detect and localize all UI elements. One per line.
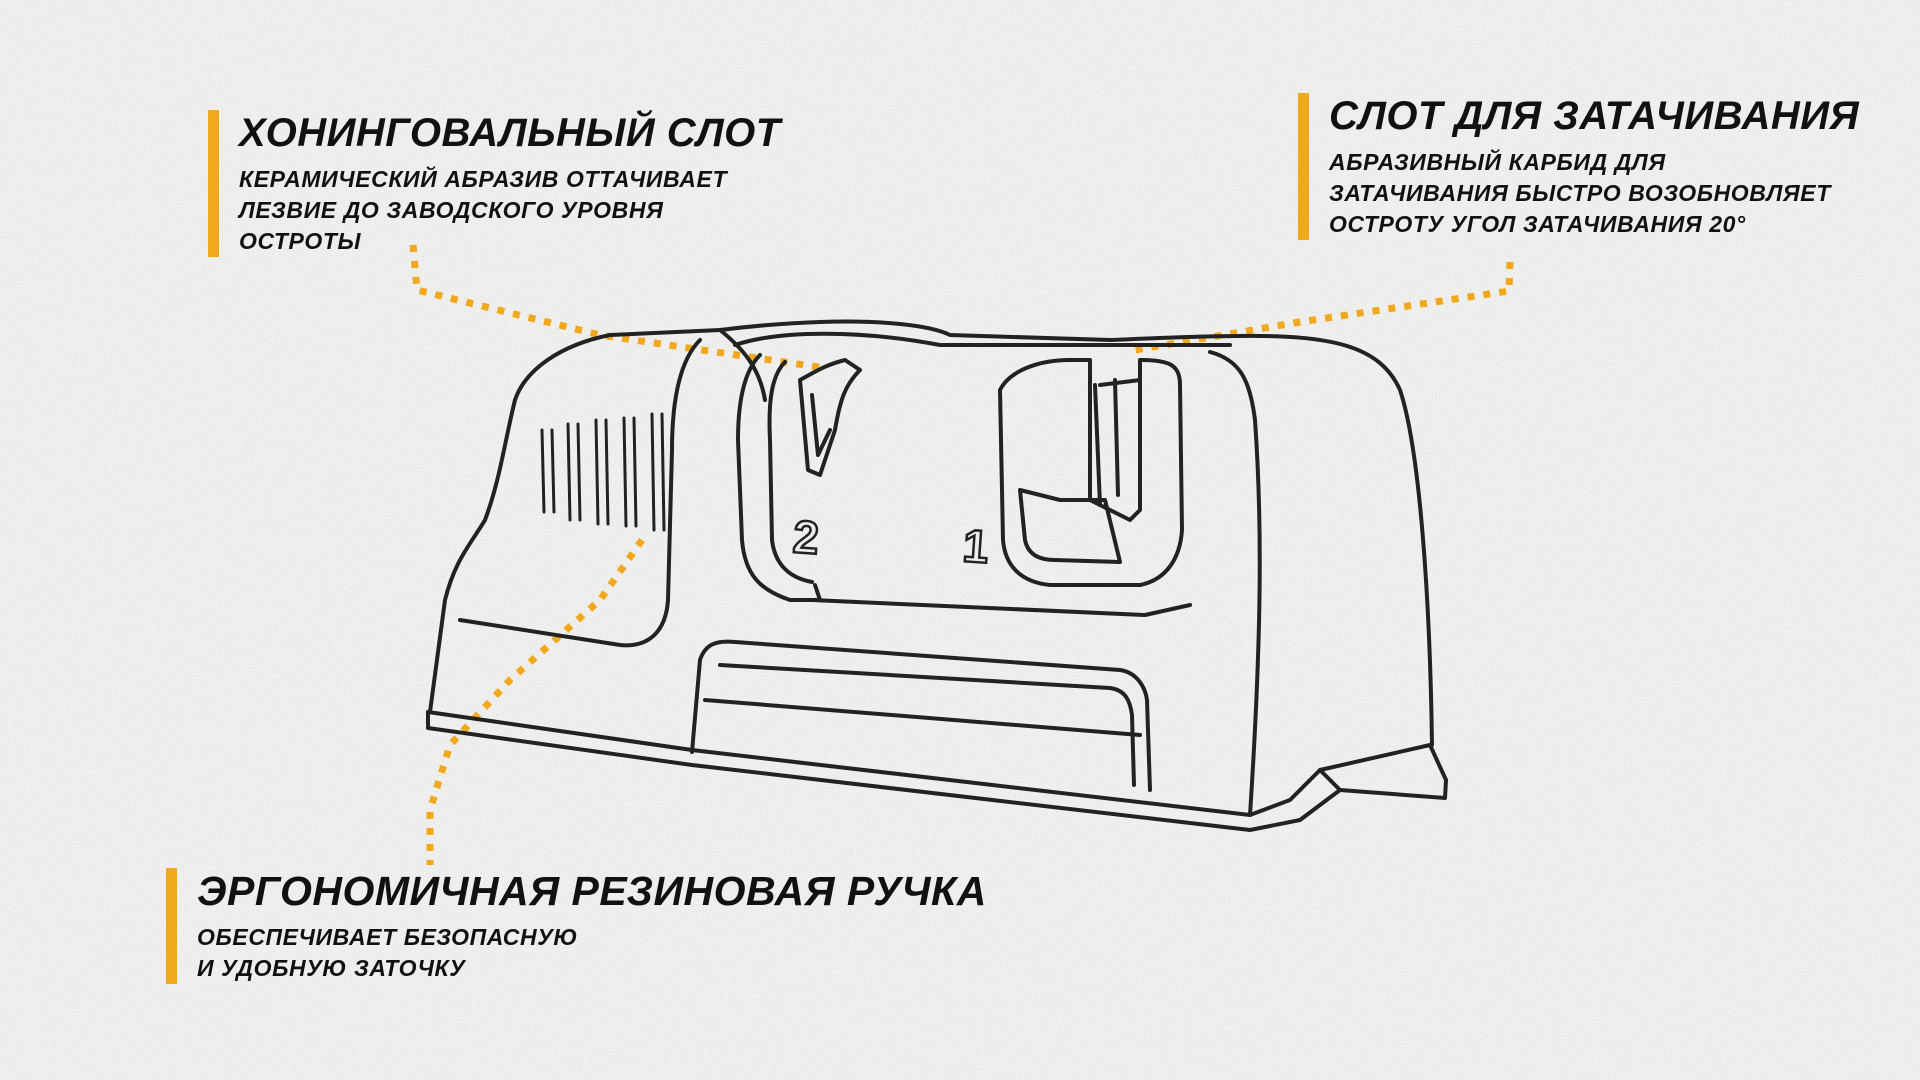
base-plate xyxy=(426,710,1448,832)
callout-title: ХОНИНГОВАЛЬНЫЙ СЛОТ xyxy=(239,111,781,155)
honing-v-slot-inner xyxy=(810,393,832,457)
callout-description-line: АБРАЗИВНЫЙ КАРБИД ДЛЯ xyxy=(1329,149,1666,175)
callout-description-line: ОСТРОТЫ xyxy=(239,228,362,254)
callout-description-line: КЕРАМИЧЕСКИЙ АБРАЗИВ ОТТАЧИВАЕТ xyxy=(239,166,728,192)
top-ridge xyxy=(733,331,1232,347)
callout-description-line: ОСТРОТУ УГОЛ ЗАТАЧИВАНИЯ 20° xyxy=(1329,211,1746,237)
honing-slot-frame xyxy=(736,353,822,602)
base-top-edge xyxy=(426,710,1432,817)
grip-ridge xyxy=(566,422,582,522)
grip-ridge xyxy=(540,428,556,514)
callout-ergonomic-grip: ЭРГОНОМИЧНАЯ РЕЗИНОВАЯ РУЧКА ОБЕСПЕЧИВАЕ… xyxy=(166,868,987,984)
front-tray-top xyxy=(690,658,702,754)
sharpening-slot-inner xyxy=(1018,488,1122,564)
right-cap-inner xyxy=(1208,350,1262,817)
front-tray-lip xyxy=(703,698,1142,737)
front-tray-inner xyxy=(718,663,1136,787)
callout-sharpening-slot: СЛОТ ДЛЯ ЗАТАЧИВАНИЯ АБРАЗИВНЫЙ КАРБИД Д… xyxy=(1298,93,1859,240)
callout-description-line: И УДОБНУЮ ЗАТОЧКУ xyxy=(197,955,466,981)
callout-description: АБРАЗИВНЫЙ КАРБИД ДЛЯ ЗАТАЧИВАНИЯ БЫСТРО… xyxy=(1329,147,1859,240)
callout-title: ЭРГОНОМИЧНАЯ РЕЗИНОВАЯ РУЧКА xyxy=(197,868,987,914)
callout-honing-slot: ХОНИНГОВАЛЬНЫЙ СЛОТ КЕРАМИЧЕСКИЙ АБРАЗИВ… xyxy=(208,110,781,257)
grip-ridge xyxy=(650,412,666,532)
callout-description-line: ОБЕСПЕЧИВАЕТ БЕЗОПАСНУЮ xyxy=(197,924,578,950)
left-cap-panel xyxy=(458,338,702,648)
callout-description-line: ЗАТАЧИВАНИЯ БЫСТРО ВОЗОБНОВЛЯЕТ xyxy=(1329,180,1831,206)
leader-line-honing xyxy=(409,244,826,372)
sharpening-insert xyxy=(1093,378,1142,507)
callout-description-line: ЛЕЗВИЕ ДО ЗАВОДСКОГО УРОВНЯ xyxy=(239,197,664,223)
centre-panel-bottom xyxy=(810,598,1192,617)
grip-ridge xyxy=(622,416,638,528)
callout-description: КЕРАМИЧЕСКИЙ АБРАЗИВ ОТТАЧИВАЕТ ЛЕЗВИЕ Д… xyxy=(239,164,781,257)
grip-ridge xyxy=(594,418,610,526)
front-foot xyxy=(1318,743,1448,792)
honing-slot-inner xyxy=(767,360,814,584)
callout-title: СЛОТ ДЛЯ ЗАТАЧИВАНИЯ xyxy=(1329,94,1860,138)
sharpener-body xyxy=(426,319,1448,832)
front-tray xyxy=(698,639,1152,792)
slot-label-honing: 2 xyxy=(791,510,820,564)
callout-description: ОБЕСПЕЧИВАЕТ БЕЗОПАСНУЮ И УДОБНУЮ ЗАТОЧК… xyxy=(197,922,987,984)
honing-v-slot xyxy=(798,358,862,477)
slot-label-sharpening: 1 xyxy=(961,519,990,573)
sharpening-slot-frame xyxy=(998,358,1184,587)
left-cap-edge xyxy=(718,328,767,402)
grip-ridges xyxy=(540,412,666,532)
outer-silhouette xyxy=(428,319,1434,747)
